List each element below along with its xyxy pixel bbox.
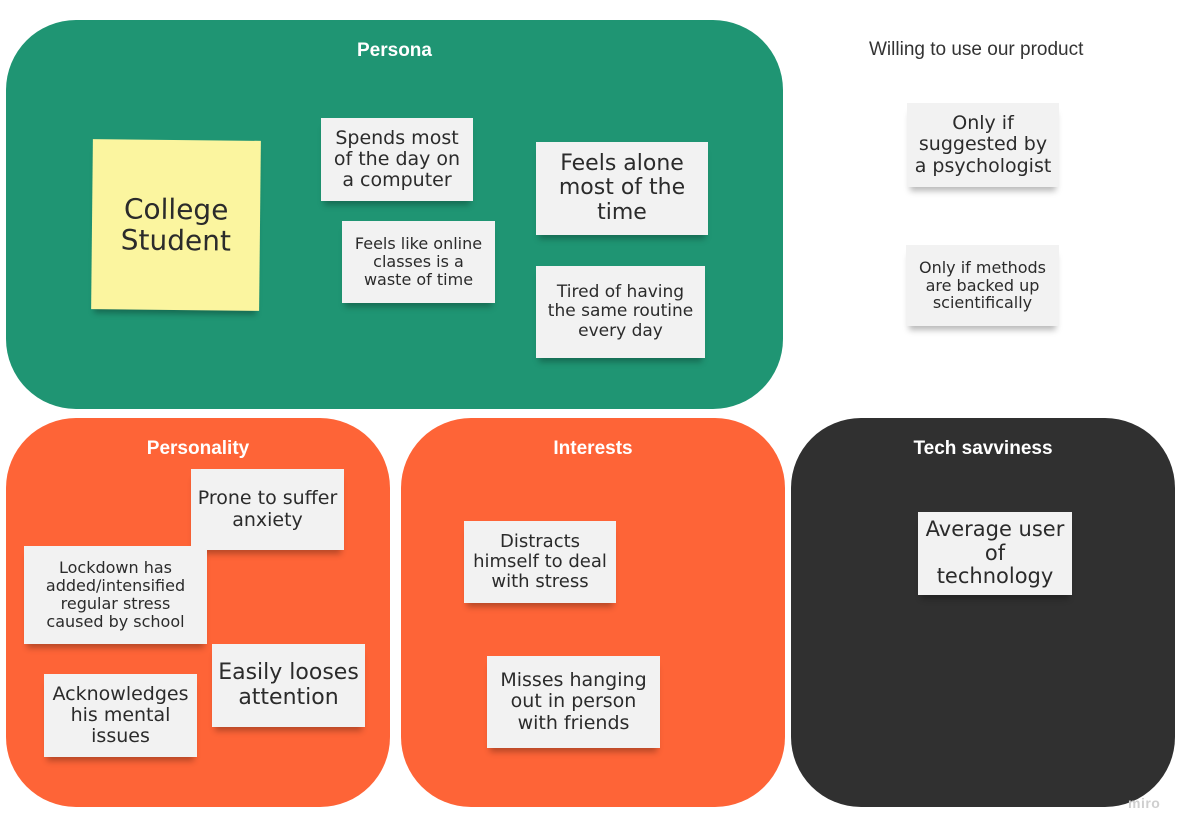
sticky-note-misses[interactable]: Misses hanging out in person with friend… (487, 656, 660, 748)
sticky-note-only-psychologist[interactable]: Only if suggested by a psychologist (907, 103, 1059, 187)
interests-frame[interactable]: Interests (401, 418, 785, 807)
sticky-note-prone-anxiety[interactable]: Prone to suffer anxiety (191, 469, 344, 550)
sticky-note-only-methods[interactable]: Only if methods are backed up scientific… (906, 245, 1059, 326)
sticky-note-acknowledges[interactable]: Acknowledges his mental issues (44, 674, 197, 757)
sticky-note-feels-online[interactable]: Feels like online classes is a waste of … (342, 221, 495, 303)
sticky-note-college-student[interactable]: College Student (91, 139, 261, 311)
sticky-note-distracts[interactable]: Distracts himself to deal with stress (464, 521, 616, 603)
miro-logo: miro (1128, 795, 1161, 811)
tech-savviness-frame[interactable]: Tech savviness (791, 418, 1175, 807)
sticky-note-lockdown[interactable]: Lockdown has added/intensified regular s… (24, 546, 207, 644)
sticky-note-feels-alone[interactable]: Feels alone most of the time (536, 142, 708, 235)
sticky-note-tired-routine[interactable]: Tired of having the same routine every d… (536, 266, 705, 358)
interests-frame-title: Interests (553, 438, 633, 459)
personality-frame-title: Personality (146, 438, 250, 459)
persona-frame-title: Persona (357, 40, 432, 61)
willing-to-use-label: Willing to use our product (869, 39, 1084, 60)
tech-savviness-frame-title: Tech savviness (913, 438, 1053, 459)
sticky-note-easily-looses[interactable]: Easily looses attention (212, 644, 365, 727)
sticky-note-spends-most[interactable]: Spends most of the day on a computer (321, 118, 473, 201)
sticky-note-average-user[interactable]: Average user of technology (918, 512, 1072, 595)
